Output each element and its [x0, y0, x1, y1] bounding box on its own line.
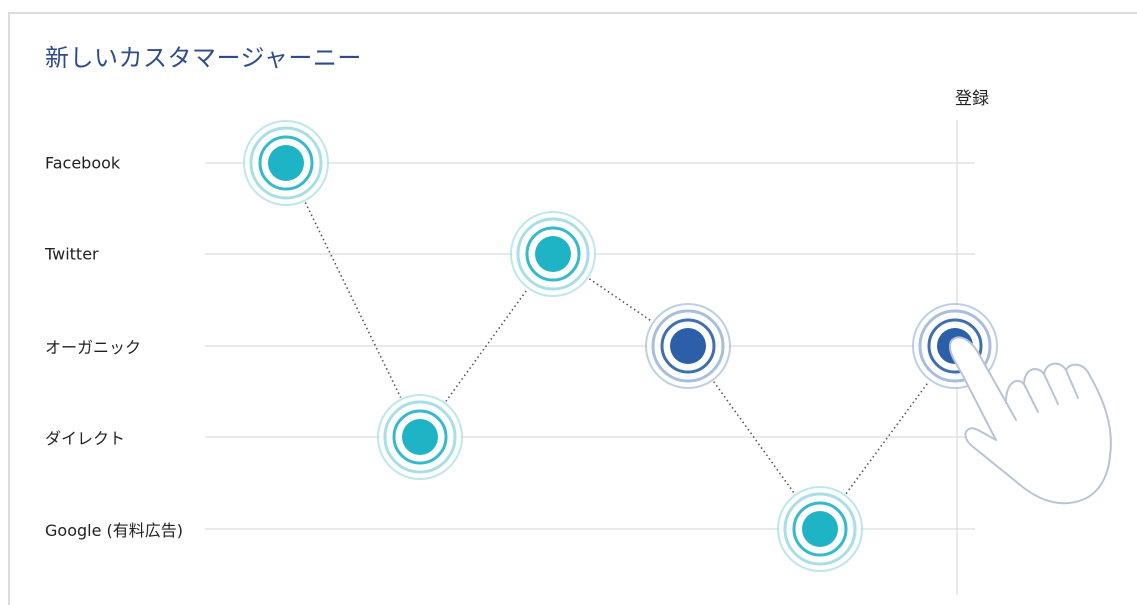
- row-label-organic: オーガニック: [45, 338, 142, 357]
- node-core: [670, 328, 706, 364]
- node-ring: [392, 409, 448, 465]
- journey-connector: [845, 380, 930, 495]
- touchpoint-node: [510, 211, 596, 297]
- node-ring: [660, 318, 716, 374]
- node-ring: [927, 318, 983, 374]
- row-label-facebook: Facebook: [45, 153, 121, 173]
- row-label-google-ads: Google (有料広告): [45, 521, 183, 540]
- touchpoint-node: [243, 120, 329, 206]
- node-ring: [525, 226, 581, 282]
- journey-connector: [304, 202, 402, 398]
- node-ring: [258, 135, 314, 191]
- node-core: [535, 236, 571, 272]
- row-gridlines: [205, 162, 975, 530]
- touchpoint-node: [777, 486, 863, 572]
- pointing-hand-icon: [948, 336, 1112, 505]
- node-ring: [516, 217, 590, 291]
- node-ring: [918, 309, 992, 383]
- node-core: [268, 145, 304, 181]
- node-ring: [783, 492, 857, 566]
- touchpoint-node: [645, 303, 731, 389]
- row-label-twitter: Twitter: [45, 244, 99, 264]
- touchpoint-node: [377, 394, 463, 480]
- journey-connector: [713, 381, 795, 494]
- journey-nodes: [243, 120, 998, 572]
- node-core: [402, 419, 438, 455]
- node-ring: [383, 400, 457, 474]
- journey-connectors: [304, 202, 930, 495]
- diagram-title: 新しいカスタマージャーニー: [45, 44, 362, 72]
- node-ring: [792, 501, 848, 557]
- row-label-direct: ダイレクト: [45, 429, 126, 448]
- journey-connector: [445, 289, 528, 402]
- node-ring: [249, 126, 323, 200]
- node-ring: [651, 309, 725, 383]
- conversion-column-label: 登録: [955, 89, 989, 109]
- journey-connector: [588, 278, 653, 322]
- node-core: [802, 511, 838, 547]
